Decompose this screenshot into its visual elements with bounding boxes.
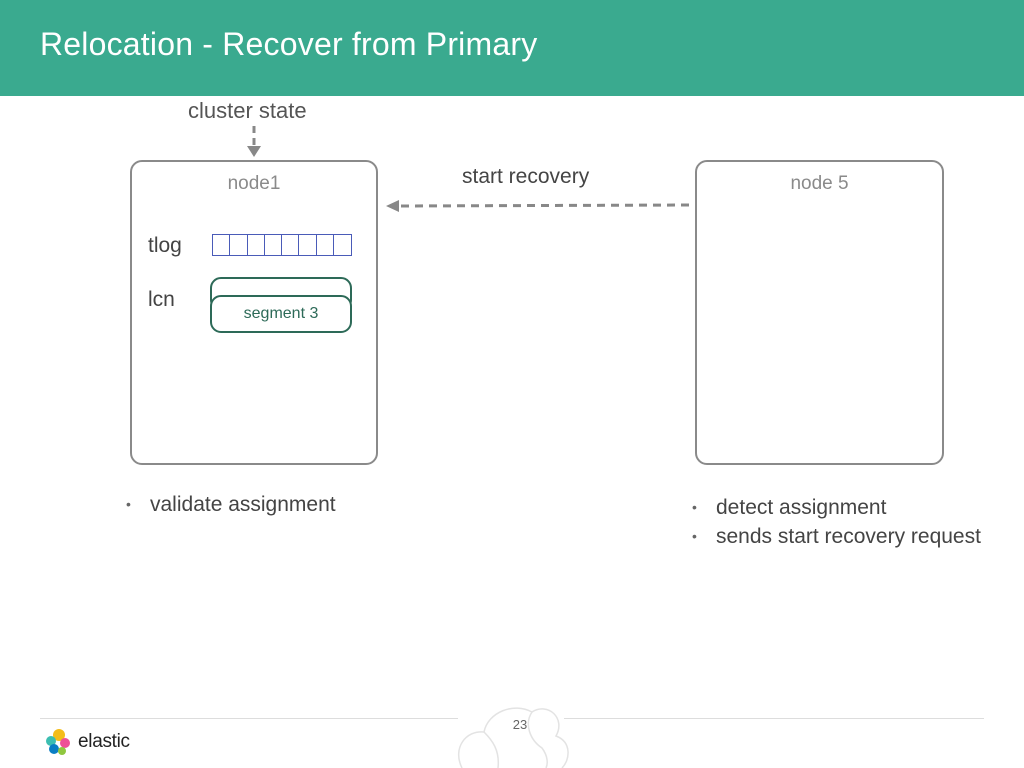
node5-notes: detect assignment sends start recovery r…	[682, 493, 982, 551]
node1-box: node1 tlog lcn segment 3	[130, 160, 378, 465]
cluster-state-label: cluster state	[188, 98, 307, 123]
segment-front: segment 3	[210, 295, 352, 333]
lcn-label: lcn	[148, 288, 175, 311]
cloud-watermark-icon	[457, 707, 569, 768]
footer-divider-left	[40, 718, 458, 719]
tlog-cell	[213, 235, 231, 255]
tlog-cell	[282, 235, 300, 255]
start-recovery-arrowhead	[386, 200, 399, 212]
elastic-logo-text: elastic	[78, 731, 130, 752]
note-item: detect assignment	[682, 493, 982, 522]
tlog-cell	[230, 235, 248, 255]
tlog-cell	[265, 235, 283, 255]
tlog-label: tlog	[148, 234, 182, 257]
page-number: 23	[512, 717, 528, 732]
slide-title: Relocation - Recover from Primary	[40, 26, 538, 62]
tlog-cell	[299, 235, 317, 255]
elastic-logo: elastic	[44, 728, 130, 756]
note-item: sends start recovery request	[682, 522, 982, 551]
tlog-cell	[248, 235, 265, 255]
start-recovery-arrow-line	[397, 203, 690, 208]
header-bar: Relocation - Recover from Primary	[0, 0, 1024, 96]
node1-title: node1	[227, 173, 281, 194]
note-item: validate assignment	[116, 490, 436, 519]
footer-divider-right	[564, 718, 984, 719]
cluster-state-arrowhead	[247, 146, 261, 157]
tlog-cells	[212, 234, 353, 256]
elastic-logo-icon	[46, 729, 70, 755]
node5-box: node 5	[695, 160, 944, 465]
tlog-cell	[317, 235, 335, 255]
node5-title: node 5	[790, 173, 849, 194]
node1-notes: validate assignment	[116, 490, 436, 519]
start-recovery-label: start recovery	[462, 165, 590, 188]
